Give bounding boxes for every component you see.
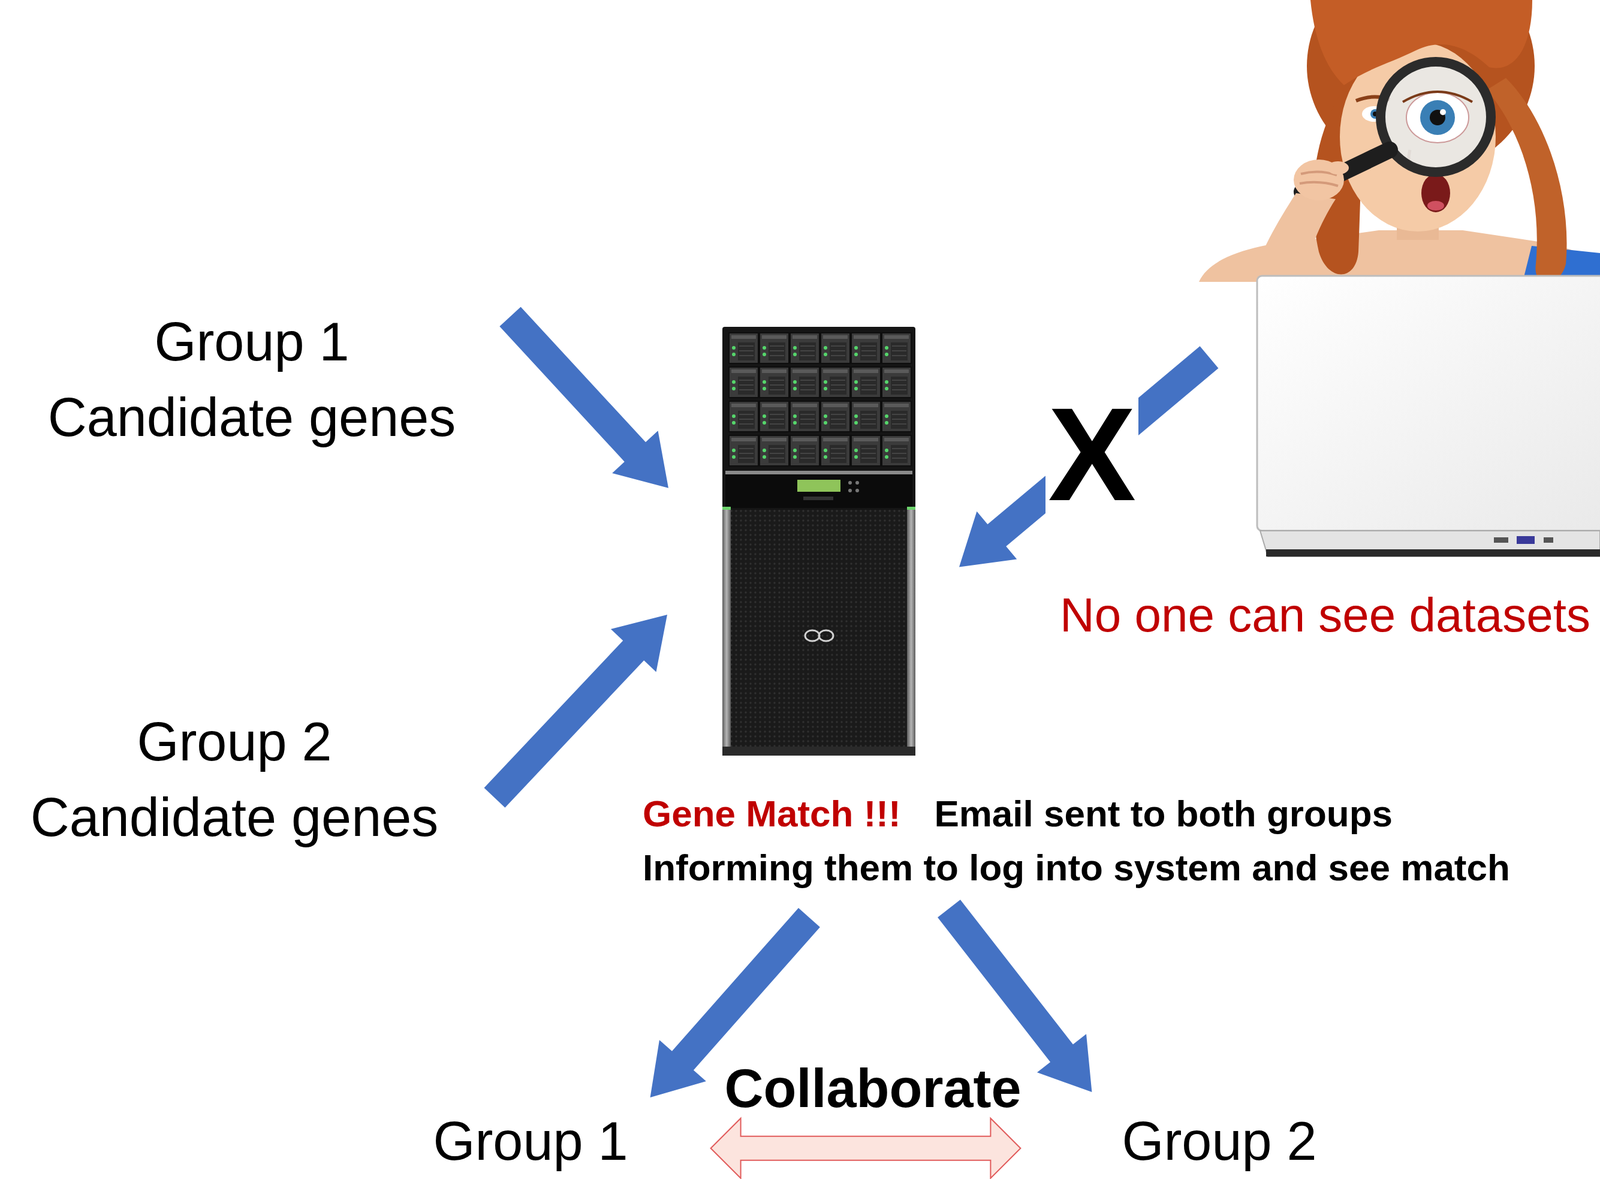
woman-illustration-part bbox=[1421, 173, 1451, 213]
woman-illustration-part bbox=[1327, 161, 1349, 175]
laptop-illustration-part bbox=[1260, 530, 1600, 557]
server-tower-part bbox=[722, 326, 916, 756]
group-label: Group 1 bbox=[432, 1113, 628, 1168]
server-node: Gene Match !!!Email sent to both groups … bbox=[722, 326, 916, 756]
group-label: Group 2 Candidate genes bbox=[15, 703, 454, 855]
text-group: Gene Match !!!Email sent to both groups … bbox=[642, 786, 1542, 895]
server-tower-part bbox=[797, 479, 841, 492]
text-group: Group 1 Candidate genes bbox=[32, 303, 471, 456]
woman-illustration-part bbox=[1299, 171, 1339, 186]
group-label: Group 1 Candidate genes bbox=[32, 303, 471, 456]
server-tower-part bbox=[722, 506, 731, 510]
laptop-illustration-part bbox=[1493, 537, 1509, 543]
woman-illustration-part bbox=[1380, 61, 1491, 173]
group-label: Group 2 bbox=[1121, 1110, 1317, 1171]
text-group: Group 2 Candidate genes bbox=[15, 703, 454, 855]
laptop-node: No one can see datasets bbox=[1254, 275, 1600, 557]
warning-note: No one can see datasets bbox=[1059, 588, 1591, 642]
woman-illustration-part bbox=[1406, 92, 1469, 143]
server-tower-part bbox=[725, 470, 913, 508]
laptop-illustration bbox=[1257, 275, 1600, 557]
group-label: Group 2 Candidate genes bbox=[30, 711, 439, 848]
server-tower-part bbox=[818, 630, 834, 641]
block-arrow bbox=[484, 614, 668, 808]
woman-illustration bbox=[1198, 0, 1600, 283]
laptop-illustration-part bbox=[1266, 549, 1600, 557]
woman-illustration-part bbox=[1439, 109, 1446, 116]
laptop-illustration-part bbox=[1257, 275, 1600, 531]
server-tower-part bbox=[722, 746, 916, 756]
group-label: Group 2 bbox=[1121, 1113, 1317, 1168]
server-tower-part bbox=[803, 496, 834, 500]
server-tower-part bbox=[728, 331, 912, 469]
server-tower-part bbox=[907, 506, 916, 510]
server-tower-part bbox=[805, 630, 820, 641]
edge-label: Collaborate bbox=[724, 1061, 1021, 1116]
server-tower bbox=[722, 326, 916, 756]
server-tower-part bbox=[855, 480, 860, 485]
server-tower-part bbox=[848, 488, 852, 493]
woman-illustration-part bbox=[1429, 109, 1446, 126]
server-tower-part bbox=[855, 488, 860, 493]
double-arrow bbox=[710, 1118, 1021, 1178]
server-tower-part bbox=[730, 509, 908, 747]
text-group: Group 2 bbox=[1121, 1113, 1317, 1168]
match-alert: Gene Match !!! bbox=[642, 792, 902, 834]
group-label: Group 1 Candidate genes bbox=[47, 311, 457, 448]
text-group: Group 1 bbox=[432, 1113, 628, 1168]
laptop-illustration-part bbox=[1543, 537, 1554, 543]
block-arrow bbox=[959, 345, 1219, 567]
block-arrow bbox=[499, 306, 669, 488]
edge-label: X bbox=[1045, 388, 1139, 521]
server-tower-part bbox=[722, 509, 731, 747]
text-group: No one can see datasets bbox=[1059, 585, 1591, 646]
server-tower-part bbox=[907, 509, 916, 747]
woman-illustration-part bbox=[1427, 200, 1445, 211]
woman-illustration-part bbox=[1380, 61, 1491, 173]
woman-illustration-part bbox=[1420, 100, 1455, 135]
server-tower-part bbox=[848, 480, 852, 485]
server-tower-part bbox=[725, 470, 913, 475]
laptop-illustration-part bbox=[1516, 535, 1535, 544]
group-label: Group 1 bbox=[432, 1110, 628, 1171]
woman-illustration-part bbox=[1486, 77, 1568, 283]
woman-illustration-part bbox=[1402, 91, 1473, 102]
woman-illustration-part bbox=[1252, 193, 1336, 282]
